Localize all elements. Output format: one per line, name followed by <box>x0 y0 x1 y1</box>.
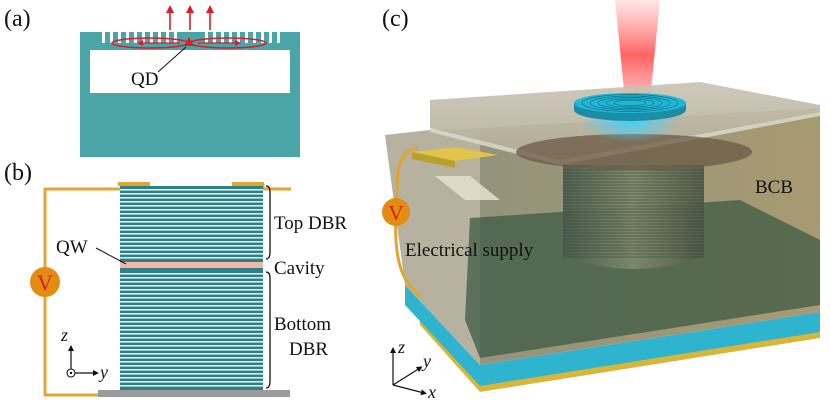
bottom-contact <box>98 390 290 397</box>
dbr-layers <box>120 189 263 387</box>
voltage-symbol: V <box>37 270 53 295</box>
axis-x-label-c: x <box>427 382 436 402</box>
dbr-stripe <box>120 281 263 283</box>
dbr-stripe <box>120 325 263 327</box>
dbr-stripe <box>120 293 263 295</box>
voltage-source-circle-c <box>382 198 410 226</box>
dbr-pillar <box>120 186 263 390</box>
dbr-stripe <box>120 361 263 363</box>
qw-label: QW <box>56 237 88 258</box>
bottom-dbr-label-line1: Bottom <box>274 314 331 335</box>
dbr-stripe <box>120 349 263 351</box>
qd-label: QD <box>131 69 158 90</box>
dbr-stripe <box>120 213 263 215</box>
bullseye-rings <box>581 94 679 112</box>
dbr-stripe <box>120 381 263 383</box>
dbr-stripe <box>120 273 263 275</box>
substrate-layer <box>405 285 820 386</box>
dbr-stripe <box>120 289 263 291</box>
dbr-stripe <box>120 245 263 247</box>
dbr-stripe <box>120 277 263 279</box>
dbr-stripe <box>120 353 263 355</box>
top-contact-left <box>118 182 150 186</box>
qd-pointer-line <box>157 46 187 73</box>
bcb-inner-dark <box>465 200 820 358</box>
emission-arrows <box>166 5 214 30</box>
axes-b <box>66 345 99 378</box>
panel-b-label: (b) <box>4 160 32 186</box>
dbr-stripe <box>120 357 263 359</box>
dbr-stripe <box>120 309 263 311</box>
axis-y-label-b: y <box>98 362 108 382</box>
dbr-stripe <box>120 233 263 235</box>
top-dbr-label: Top DBR <box>274 213 347 234</box>
dbr-stripe <box>120 229 263 231</box>
dbr-stripe <box>120 209 263 211</box>
bottom-dbr-brace <box>265 271 271 389</box>
dbr-stripe <box>120 301 263 303</box>
dbr-stripe <box>120 377 263 379</box>
dbr-stripe <box>120 197 263 199</box>
electrode-stem <box>435 176 500 200</box>
dbr-stripe <box>120 257 263 259</box>
dbr-stripe <box>120 225 263 227</box>
dbr-stripe <box>120 369 263 371</box>
dbr-stripe <box>120 373 263 375</box>
cavity-layer <box>120 262 263 268</box>
electrical-supply-label: Electrical supply <box>405 240 534 261</box>
micropillar-cylinder <box>563 165 704 269</box>
axis-y-label-c: y <box>421 351 431 371</box>
dbr-stripe <box>120 365 263 367</box>
dbr-stripe <box>120 193 263 195</box>
dbr-stripe <box>120 201 263 203</box>
axis-z-label-b: z <box>60 325 68 345</box>
cylinder-layers <box>563 169 704 258</box>
panel-b: (b) V QW Top DBR Cavity Bottom DBR z <box>4 160 347 397</box>
dbr-stripe <box>120 317 263 319</box>
dbr-stripe <box>120 313 263 315</box>
panel-c: (c) <box>382 0 820 402</box>
top-dbr-brace <box>265 185 271 260</box>
dbr-stripe <box>120 241 263 243</box>
dbr-stripe <box>120 217 263 219</box>
cavity-label: Cavity <box>274 258 325 279</box>
bottom-dbr-label-line2: DBR <box>289 339 328 360</box>
gold-electrode-side <box>412 152 455 168</box>
dbr-stripe <box>120 333 263 335</box>
voltage-source-circle <box>30 267 60 297</box>
voltage-symbol-c: V <box>388 201 403 225</box>
dbr-stripe <box>120 189 263 191</box>
dbr-stripe <box>120 237 263 239</box>
dbr-stripe <box>120 205 263 207</box>
panel-a-label: (a) <box>4 6 31 32</box>
micropillar-cross-section <box>80 32 300 157</box>
panel-a: (a) <box>4 5 300 157</box>
dbr-stripe <box>120 341 263 343</box>
dbr-stripe <box>120 221 263 223</box>
dbr-stripe <box>120 253 263 255</box>
dbr-stripe <box>120 337 263 339</box>
dbr-stripe <box>120 329 263 331</box>
laser-beam <box>615 0 660 100</box>
dbr-stripe <box>120 321 263 323</box>
dbr-stripe <box>120 305 263 307</box>
dbr-stripe <box>120 385 263 387</box>
pillar-top-disk <box>516 134 752 170</box>
top-contact-right <box>232 182 264 186</box>
axis-z-label-c: z <box>397 337 405 357</box>
gold-electrode-pad <box>412 147 498 161</box>
bcb-label: BCB <box>755 177 793 198</box>
quantum-dot-marker <box>184 37 194 46</box>
dbr-stripe <box>120 345 263 347</box>
dbr-stripe <box>120 285 263 287</box>
dbr-stripe <box>120 297 263 299</box>
axes-c <box>390 347 427 396</box>
qw-pointer-line <box>95 247 127 265</box>
dbr-stripe <box>120 249 263 251</box>
panel-c-label: (c) <box>382 6 409 32</box>
